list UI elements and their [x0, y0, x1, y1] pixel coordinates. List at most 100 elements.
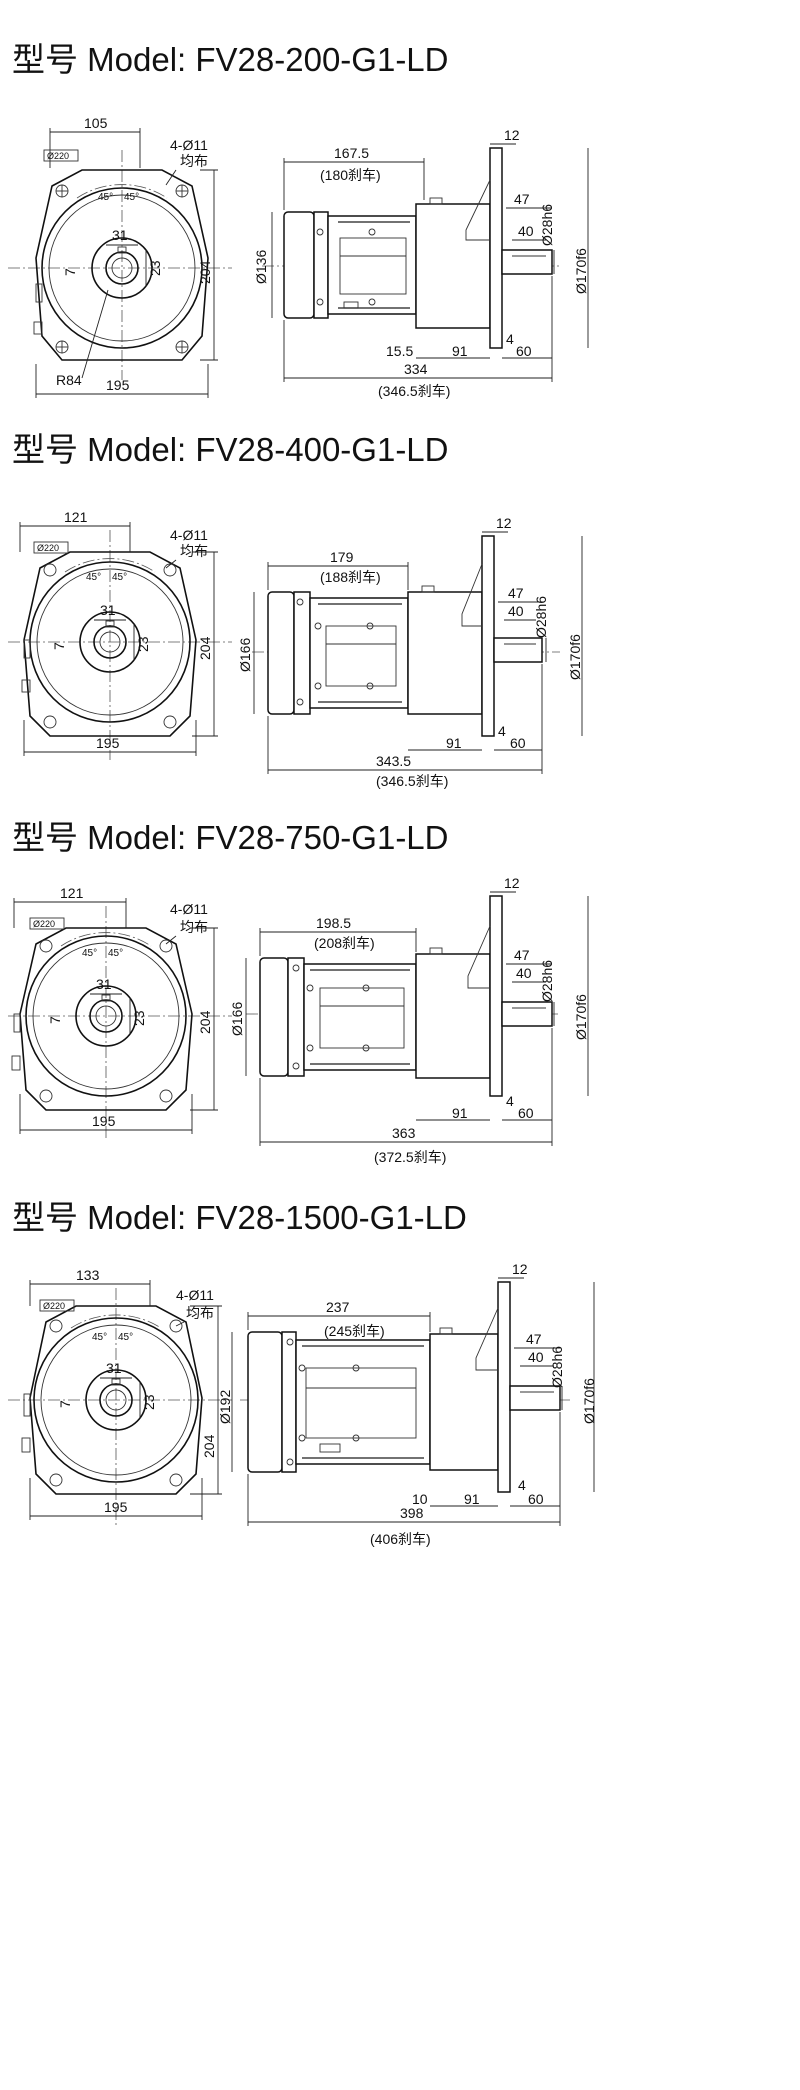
dim-pilot-dia: Ø170f6	[567, 634, 583, 680]
dim-shaft-ext: 60	[528, 1491, 544, 1507]
dim-shaft-height: 31	[100, 602, 116, 618]
dim-motor-length-brake: (208刹车)	[314, 935, 375, 951]
dim-shaft-dia: Ø28h6	[533, 596, 549, 638]
dim-flange-dia: Ø220	[33, 919, 55, 929]
dim-total-length-brake: (346.5刹车)	[376, 773, 448, 789]
dim-flange-thickness: 12	[496, 515, 512, 531]
dim-pilot-dia: Ø170f6	[581, 1378, 597, 1424]
dim-gear-length: 91	[446, 735, 462, 751]
side-view: 167.5 (180刹车) Ø136 12 47 40 Ø28h6 Ø170f6…	[253, 127, 589, 399]
model-section-3: 型号 Model: FV28-750-G1-LD 121 Ø220 4-Ø11 …	[0, 818, 800, 1198]
side-view: 198.5 (208刹车) Ø166 12 47 40 Ø28h6 Ø170f6…	[229, 875, 589, 1165]
dim-shaft-dia: Ø28h6	[549, 1346, 565, 1388]
dim-total-length: 363	[392, 1125, 416, 1141]
model-title: 型号 Model: FV28-750-G1-LD	[12, 819, 449, 856]
front-view: 105 Ø220 4-Ø11 均布 45° 45° 31 7 23 204 R8…	[8, 115, 232, 398]
dim-angle-left: 45°	[98, 192, 113, 203]
dim-pilot-dia: Ø170f6	[573, 248, 589, 294]
front-view: 133 Ø220 4-Ø11 均布 45° 45° 31 7 23 204 19…	[8, 1267, 232, 1528]
dim-holes: 4-Ø11	[170, 137, 208, 153]
dim-offset: 15.5	[386, 343, 413, 359]
dim-total-length-brake: (406刹车)	[370, 1531, 431, 1547]
dim-key-depth: 23	[141, 1394, 157, 1410]
dim-shaft-length: 47	[508, 585, 524, 601]
dim-flange-dia: Ø220	[43, 1301, 65, 1311]
dim-total-length: 334	[404, 361, 428, 377]
dim-gear-length: 91	[452, 343, 468, 359]
dim-top-width: 105	[84, 115, 108, 131]
dimension-drawing: 121 Ø220 4-Ø11 均布 45° 45° 31 7 23 204 19…	[8, 509, 583, 789]
dim-total-length-brake: (372.5刹车)	[374, 1149, 446, 1165]
dim-key-depth: 23	[135, 636, 151, 652]
dim-holes-note: 均布	[180, 153, 208, 169]
dim-pilot-dia: Ø170f6	[573, 994, 589, 1040]
dim-flange-thickness: 12	[504, 875, 520, 891]
dim-motor-dia: Ø192	[217, 1390, 233, 1424]
dim-shaft-dia: Ø28h6	[539, 960, 555, 1002]
dim-angle-right: 45°	[112, 572, 127, 583]
dim-motor-length-brake: (245刹车)	[324, 1323, 385, 1339]
dim-key-depth: 23	[131, 1010, 147, 1026]
dim-top-width: 133	[76, 1267, 100, 1283]
dim-flange-thickness: 12	[512, 1261, 528, 1277]
dim-holes-note: 均布	[186, 1305, 214, 1321]
dim-width: 195	[106, 377, 130, 393]
dim-holes: 4-Ø11	[170, 527, 208, 543]
dim-motor-length: 167.5	[334, 145, 369, 161]
dim-shoulder: 4	[518, 1477, 526, 1493]
dim-key-width: 7	[62, 268, 78, 276]
dim-shaft-height: 31	[112, 227, 128, 243]
dim-holes-note: 均布	[180, 919, 208, 935]
dimension-drawing: 133 Ø220 4-Ø11 均布 45° 45° 31 7 23 204 19…	[8, 1261, 597, 1547]
dim-key-length: 40	[518, 223, 534, 239]
dim-shaft-ext: 60	[518, 1105, 534, 1121]
model-section-2: 型号 Model: FV28-400-G1-LD 121 Ø220 4-Ø11 …	[0, 430, 800, 810]
dim-motor-length-brake: (180刹车)	[320, 167, 381, 183]
dim-key-width: 7	[47, 1016, 63, 1024]
dim-flange-dia: Ø220	[37, 543, 59, 553]
dim-key-length: 40	[528, 1349, 544, 1365]
dim-width: 195	[92, 1113, 116, 1129]
dimension-drawing: 105 Ø220 4-Ø11 均布 45° 45° 31 7 23 204 R8…	[8, 115, 589, 399]
dim-key-length: 40	[516, 965, 532, 981]
dim-width: 195	[96, 735, 120, 751]
dim-key-length: 40	[508, 603, 524, 619]
dim-width: 195	[104, 1499, 128, 1515]
dim-shaft-ext: 60	[516, 343, 532, 359]
dim-height: 204	[197, 1010, 213, 1034]
dim-angle-right: 45°	[124, 192, 139, 203]
side-view: 179 (188刹车) Ø166 12 47 40 Ø28h6 Ø170f6 9…	[237, 515, 583, 789]
dim-shoulder: 4	[498, 723, 506, 739]
dim-key-width: 7	[57, 1400, 73, 1408]
dim-holes-note: 均布	[180, 543, 208, 559]
dim-angle-right: 45°	[118, 1332, 133, 1343]
dim-shaft-height: 31	[96, 976, 112, 992]
model-section-4: 型号 Model: FV28-1500-G1-LD 133 Ø220 4-Ø11…	[0, 1198, 800, 2090]
dim-height: 204	[197, 260, 213, 284]
dim-motor-length-brake: (188刹车)	[320, 569, 381, 585]
dim-shoulder: 4	[506, 331, 514, 347]
dim-motor-length: 237	[326, 1299, 350, 1315]
dim-top-width: 121	[64, 509, 88, 525]
dim-top-width: 121	[60, 885, 84, 901]
front-view: 121 Ø220 4-Ø11 均布 45° 45° 31 7 23 204 19…	[8, 509, 232, 760]
model-title: 型号 Model: FV28-400-G1-LD	[12, 431, 449, 468]
dim-radius: R84	[56, 372, 82, 388]
dim-flange-dia: Ø220	[47, 151, 69, 161]
dim-angle-left: 45°	[86, 572, 101, 583]
dim-angle-left: 45°	[82, 948, 97, 959]
dim-total-length: 398	[400, 1505, 424, 1521]
dim-flange-thickness: 12	[504, 127, 520, 143]
dim-key-width: 7	[51, 642, 67, 650]
dim-shaft-length: 47	[514, 947, 530, 963]
dim-motor-length: 198.5	[316, 915, 351, 931]
dim-shaft-height: 31	[106, 1360, 122, 1376]
dim-gear-length: 91	[452, 1105, 468, 1121]
dim-angle-left: 45°	[92, 1332, 107, 1343]
dim-height: 204	[201, 1434, 217, 1458]
model-title: 型号 Model: FV28-1500-G1-LD	[12, 1199, 467, 1236]
dim-height: 204	[197, 636, 213, 660]
dim-holes: 4-Ø11	[170, 901, 208, 917]
dim-motor-dia: Ø136	[253, 250, 269, 284]
dim-holes: 4-Ø11	[176, 1287, 214, 1303]
